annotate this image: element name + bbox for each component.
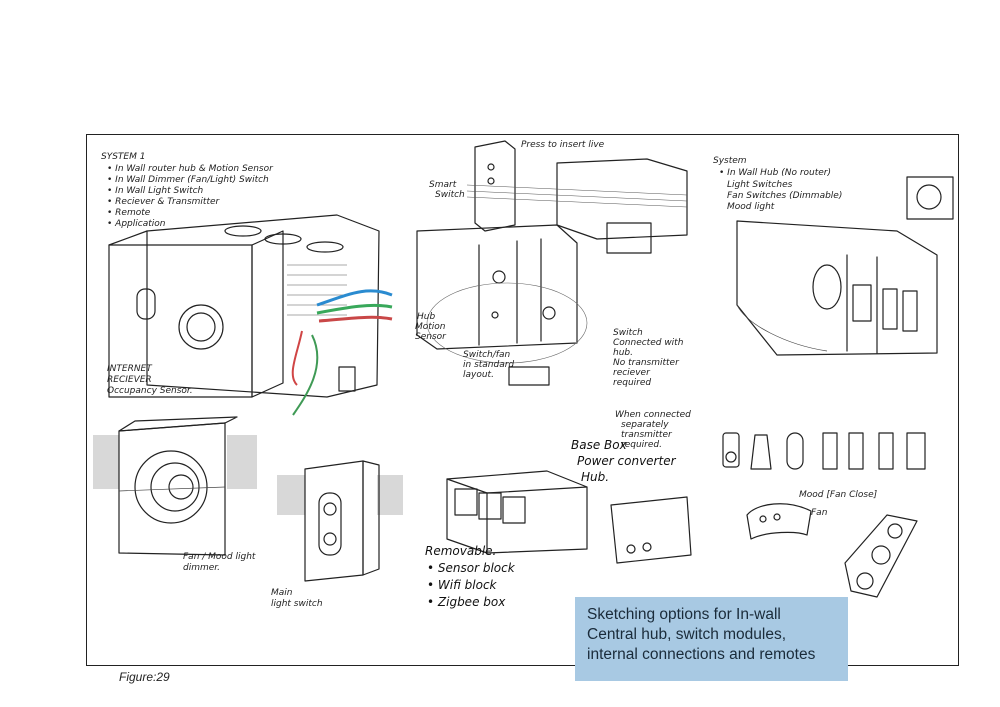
layout-label: layout. xyxy=(463,370,494,380)
receiver-label: RECIEVER xyxy=(107,375,152,385)
caption-box: Sketching options for In-wall Central hu… xyxy=(575,597,848,681)
system1-item: • Application xyxy=(107,219,166,229)
system1-item: • In Wall Dimmer (Fan/Light) Switch xyxy=(107,175,269,185)
base-box-label: Base Box xyxy=(571,438,628,452)
connected-label: Connected with xyxy=(613,338,684,348)
fan-mood-label: Fan / Mood light xyxy=(183,552,256,562)
system1-item: • Remote xyxy=(107,208,151,218)
press-label: Press to insert live xyxy=(521,140,605,150)
transmitter-label: transmitter xyxy=(621,430,673,440)
modular-hub-sketch: Press to insert live Smart Switch Hub Mo… xyxy=(415,140,688,388)
hub2-label: hub. xyxy=(613,348,633,358)
caption-line: Central hub, switch modules, xyxy=(587,626,787,643)
main-label: Main xyxy=(271,588,293,598)
router-hub-sketch: INTERNET RECIEVER Occupancy Sensor. xyxy=(107,214,393,416)
system1-notes: SYSTEM 1 • In Wall router hub & Motion S… xyxy=(101,152,274,229)
system1-item: • In Wall Light Switch xyxy=(107,186,204,196)
required-label: required xyxy=(613,378,651,388)
power-converter-label: Power converter xyxy=(577,454,677,468)
system2-sketch: System • In Wall Hub (No router) Light S… xyxy=(713,156,954,356)
switch-label: Switch xyxy=(435,190,465,200)
caption-line: internal connections and remotes xyxy=(587,646,816,663)
system1-item: • Reciever & Transmitter xyxy=(107,197,221,207)
mood-fan-label: Mood [Fan Close] xyxy=(799,490,878,500)
light-switch-label: light switch xyxy=(271,599,323,609)
motion-label: Motion xyxy=(415,322,446,332)
dimmer-label: dimmer. xyxy=(183,563,220,573)
internet-label: INTERNET xyxy=(107,364,153,374)
sensor-block-label: • Sensor block xyxy=(427,561,516,575)
standard-label: in standard xyxy=(463,360,514,370)
separately-label: separately xyxy=(621,420,669,430)
system2-item: Fan Switches (Dimmable) xyxy=(727,191,842,201)
reciever-label: reciever xyxy=(613,368,651,378)
system1-title: SYSTEM 1 xyxy=(101,152,145,162)
switch-connected-label: Switch xyxy=(613,328,643,338)
hub-label: Hub xyxy=(417,312,435,322)
wifi-block-label: • Wifi block xyxy=(427,578,498,592)
fan-label: Fan xyxy=(811,508,828,518)
removable-label: Removable. xyxy=(425,544,496,558)
sensor-label: Sensor xyxy=(415,332,447,342)
no-transmitter-label: No transmitter xyxy=(613,358,680,368)
fan-dimmer-sketch: Fan / Mood light dimmer. xyxy=(93,416,257,573)
system2-item: Mood light xyxy=(727,202,775,212)
system2-item: • In Wall Hub (No router) xyxy=(719,168,831,178)
system2-title: System xyxy=(713,156,747,166)
zigbee-box-label: • Zigbee box xyxy=(427,595,506,609)
hub3-label: Hub. xyxy=(581,470,609,484)
figure-label: Figure:29 xyxy=(119,670,170,684)
caption-line: Sketching options for In-wall xyxy=(587,606,781,623)
remotes-sketch: Mood [Fan Close] Fan xyxy=(722,432,926,598)
concept-sketches: SYSTEM 1 • In Wall router hub & Motion S… xyxy=(93,140,954,609)
when-connected-label: When connected xyxy=(615,410,691,420)
system1-item: • In Wall router hub & Motion Sensor xyxy=(107,164,274,174)
switch-fan-label: Switch/fan xyxy=(463,350,510,360)
smart-label: Smart xyxy=(429,180,457,190)
sketch-sheet: SYSTEM 1 • In Wall router hub & Motion S… xyxy=(86,134,959,666)
occupancy-label: Occupancy Sensor. xyxy=(107,386,193,396)
required2-label: required. xyxy=(621,440,662,450)
system2-item: Light Switches xyxy=(727,180,793,190)
main-light-switch-sketch: Main light switch xyxy=(271,460,403,609)
base-box-sketch: When connected separately transmitter re… xyxy=(425,410,692,609)
